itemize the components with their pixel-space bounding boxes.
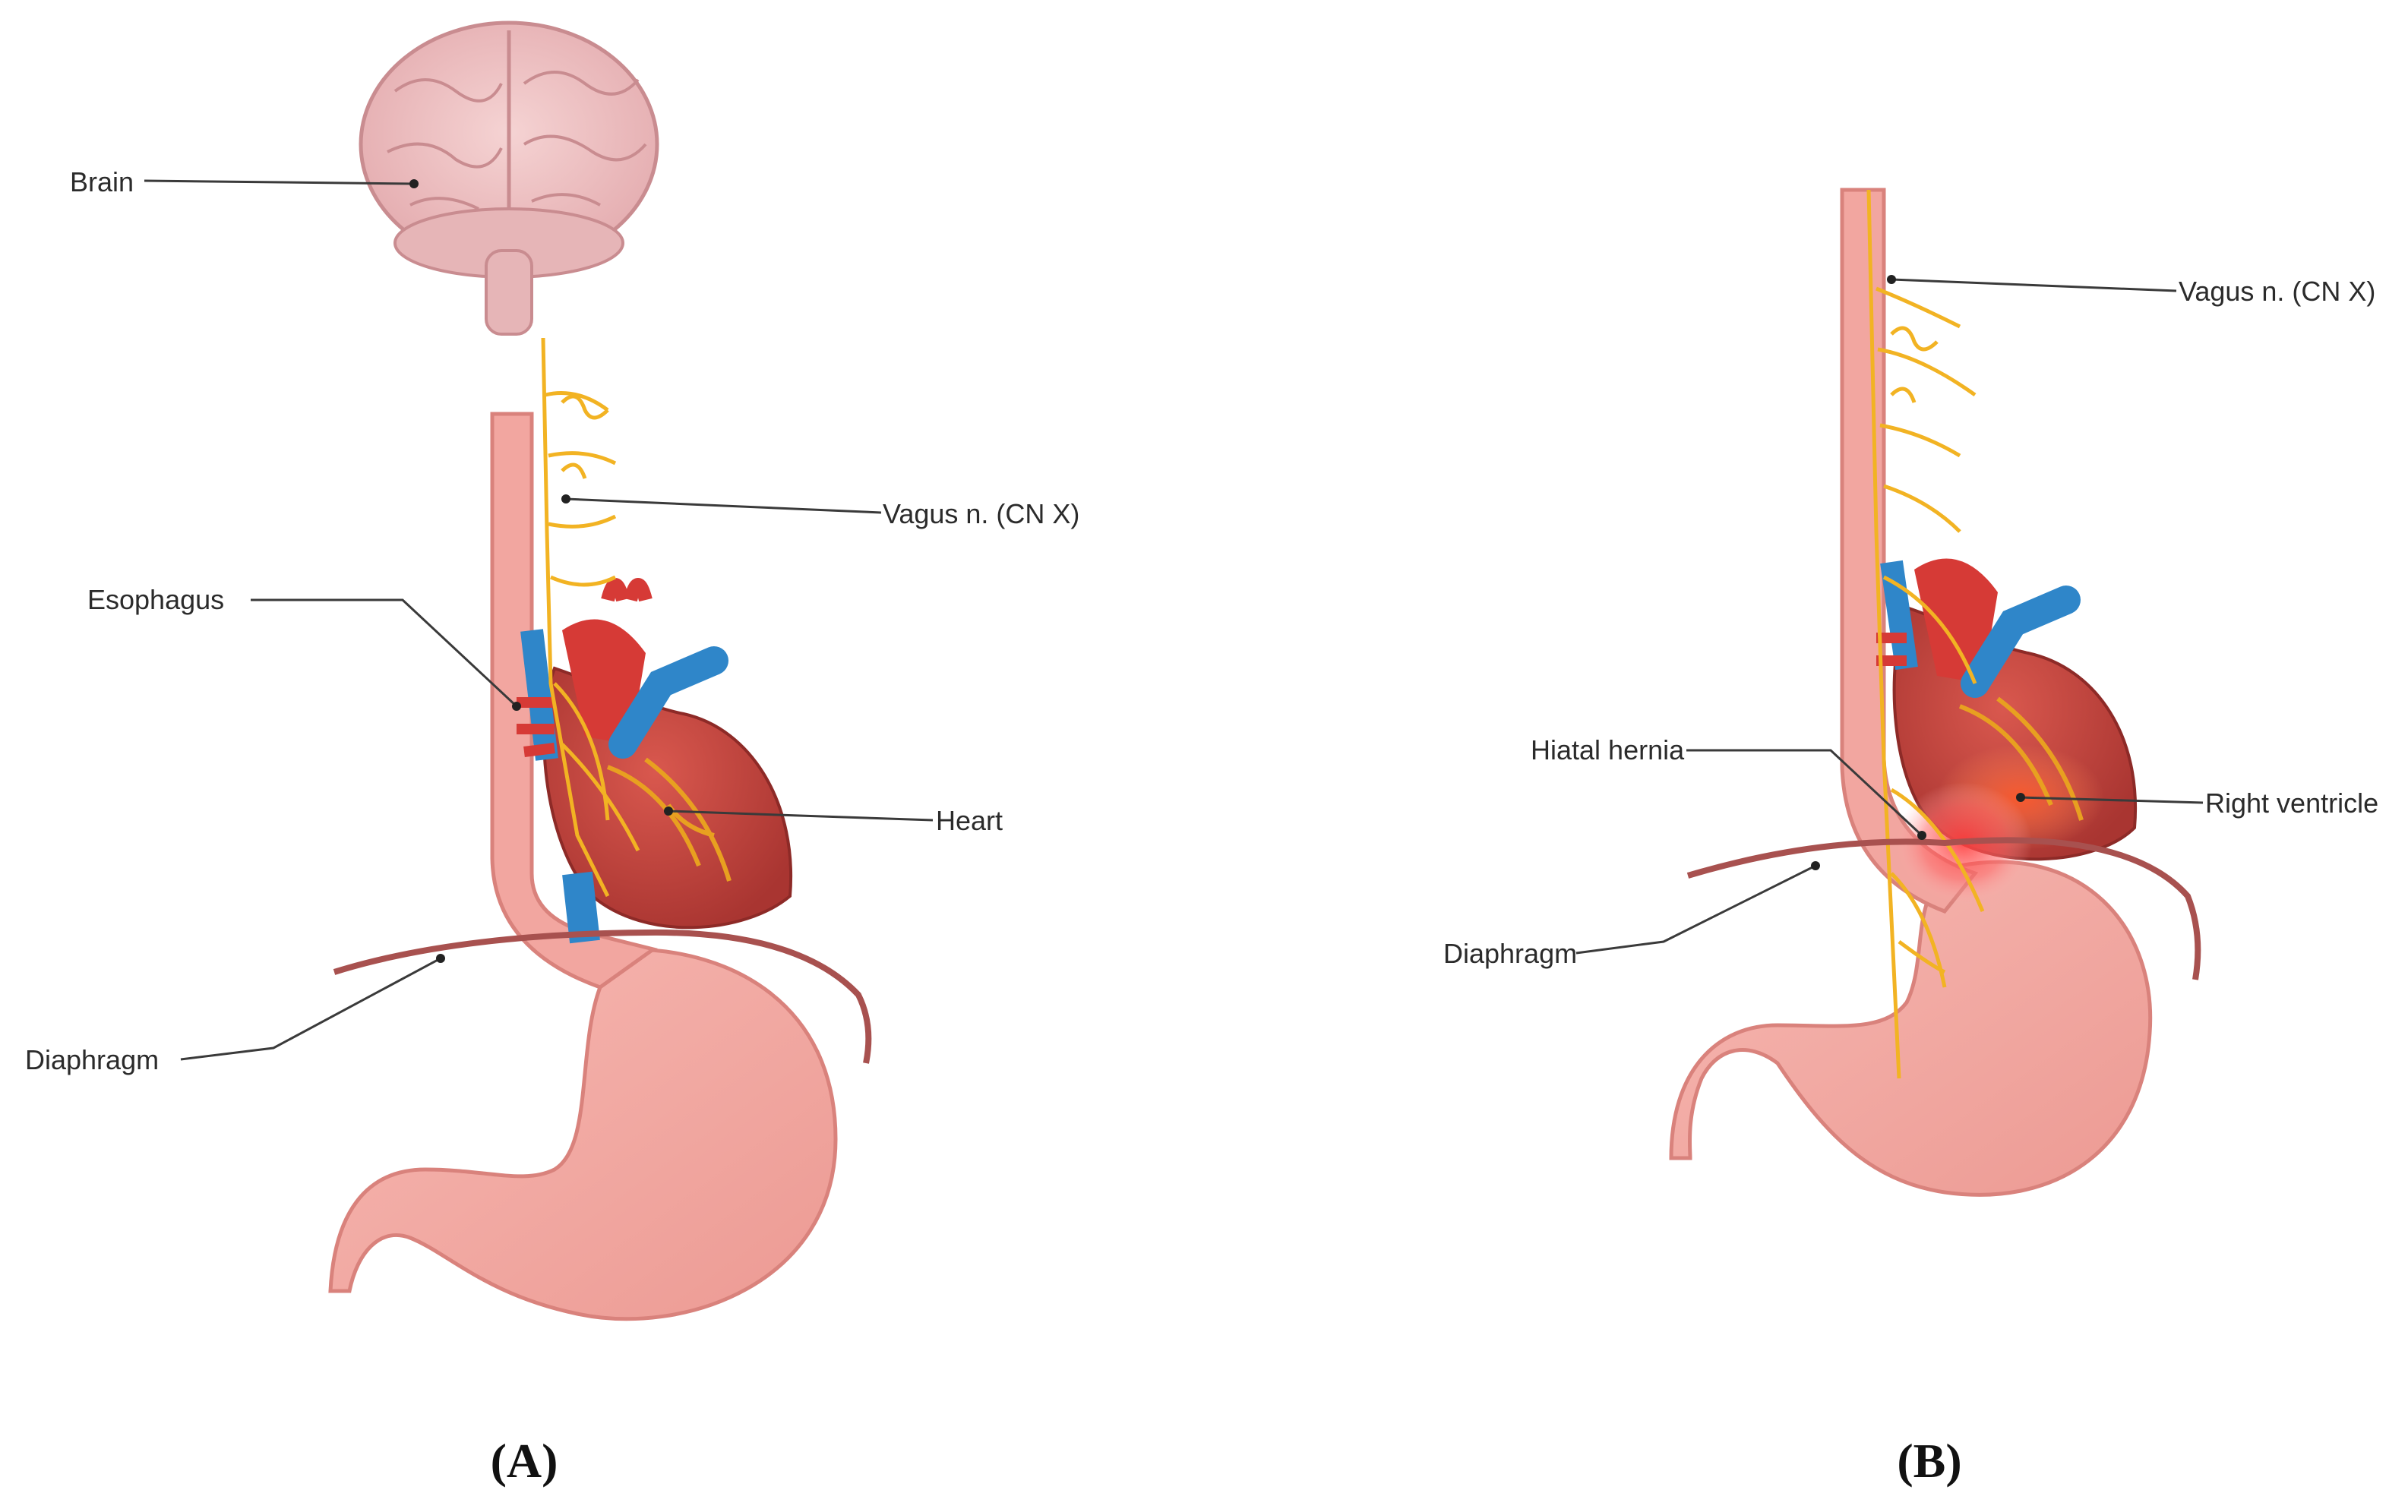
label-esophagus: Esophagus [87, 584, 224, 615]
caption-b: (B) [1897, 1434, 1961, 1488]
diaphragm-icon [1686, 837, 2201, 980]
panel-a: Brain Vagus n. (CN X) Esophagus Heart Di… [25, 21, 1079, 1488]
label-right-ventricle: Right ventricle [2205, 788, 2378, 819]
stomach-icon [1669, 860, 2153, 1197]
panel-b: Vagus n. (CN X) Hiatal hernia Right vent… [1443, 188, 2378, 1488]
esophagus-icon [1840, 188, 1979, 914]
label-heart: Heart [936, 805, 1003, 836]
vagus-nerve-icon [1866, 189, 1985, 1079]
brain-icon [359, 21, 659, 336]
label-diaphragm: Diaphragm [25, 1044, 159, 1075]
stomach-icon [328, 947, 838, 1321]
diaphragm-icon [333, 929, 872, 1064]
label-hiatal-hernia: Hiatal hernia [1531, 734, 1685, 765]
label-vagus: Vagus n. (CN X) [883, 498, 1079, 529]
label-vagus: Vagus n. (CN X) [2179, 276, 2375, 307]
leader-lines-b [1575, 275, 2204, 955]
label-brain: Brain [70, 166, 134, 197]
heart-icon [517, 578, 793, 944]
leader-lines-a [144, 179, 934, 1061]
caption-a: (A) [491, 1434, 558, 1488]
label-diaphragm: Diaphragm [1443, 938, 1577, 969]
vagus-nerve-icon [541, 337, 640, 898]
